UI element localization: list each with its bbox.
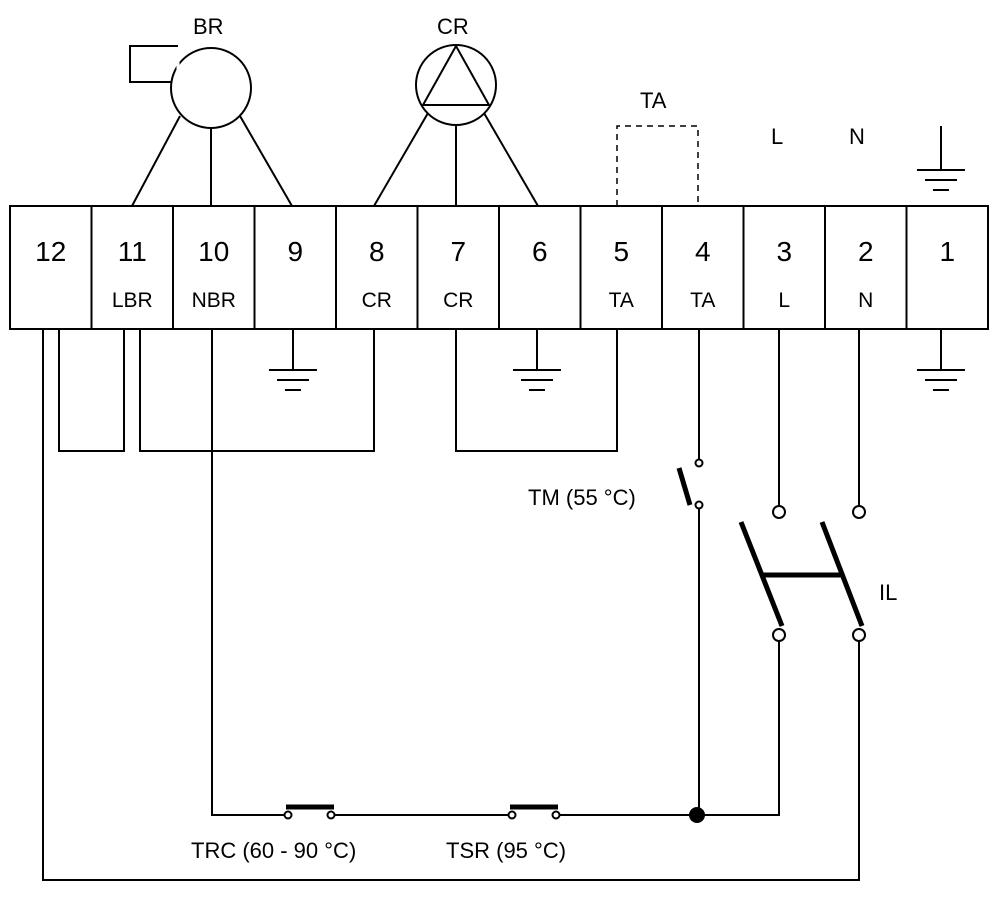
terminal-number: 5	[613, 236, 629, 267]
terminal-7: 7CR	[416, 205, 500, 330]
terminal-1: 1	[905, 205, 989, 330]
circulator-label: CR	[437, 14, 469, 39]
terminal-label: NBR	[192, 289, 236, 312]
terminal-number: 3	[776, 236, 792, 267]
tm-label: TM (55 °C)	[528, 485, 636, 510]
il-switch	[738, 505, 866, 642]
terminal-2: 2N	[824, 205, 908, 330]
terminal-9: 9	[253, 205, 337, 330]
terminal-cell	[661, 205, 745, 330]
terminal-cell	[9, 205, 93, 330]
neutral-label: N	[849, 124, 865, 149]
terminal-cell	[579, 205, 663, 330]
terminal-label: TA	[609, 289, 634, 312]
terminal-number: 2	[858, 236, 874, 267]
terminal-cell	[253, 205, 337, 330]
terminal-label: LBR	[112, 289, 153, 312]
terminal-number: 10	[198, 236, 229, 267]
circulator-symbol	[373, 43, 539, 207]
terminal-number: 8	[369, 236, 385, 267]
tsr-switch	[507, 804, 561, 820]
ambient-thermostat-label: TA	[640, 88, 667, 113]
trc-switch	[283, 804, 336, 820]
tsr-label: TSR (95 °C)	[446, 838, 566, 863]
ambient-thermostat-link	[616, 125, 699, 206]
junction-dot	[689, 807, 705, 823]
terminal-cell	[824, 205, 908, 330]
terminal-label: L	[778, 289, 790, 312]
trc-label: TRC (60 - 90 °C)	[191, 838, 356, 863]
wiring	[42, 329, 942, 881]
terminal-12: 12	[9, 205, 93, 330]
terminal-label: TA	[690, 289, 715, 312]
earth-symbol-1	[917, 369, 965, 391]
terminal-4: 4TA	[661, 205, 745, 330]
blower-symbol	[129, 45, 293, 207]
terminal-number: 9	[287, 236, 303, 267]
terminal-cell	[742, 205, 826, 330]
terminal-cell	[172, 205, 256, 330]
terminal-label: CR	[443, 289, 473, 312]
terminal-number: 12	[35, 236, 66, 267]
terminal-number: 11	[118, 236, 147, 267]
terminal-number: 7	[450, 236, 466, 267]
terminal-cell	[335, 205, 419, 330]
terminal-3: 3L	[742, 205, 826, 330]
terminal-6: 6	[498, 205, 582, 330]
terminal-5: 5TA	[579, 205, 663, 330]
terminal-number: 1	[939, 236, 955, 267]
line-label: L	[771, 124, 783, 149]
terminal-cell	[905, 205, 989, 330]
terminal-cell	[498, 205, 582, 330]
terminal-number: 4	[695, 236, 711, 267]
earth-symbol-6	[513, 369, 561, 391]
earth-symbol-9	[269, 369, 317, 391]
tm-switch	[676, 458, 704, 510]
earth-symbol-top	[917, 126, 965, 191]
blower-label: BR	[193, 14, 224, 39]
terminal-8: 8CR	[335, 205, 419, 330]
terminal-label: CR	[362, 289, 392, 312]
terminal-cell	[90, 205, 174, 330]
il-label: IL	[879, 580, 897, 605]
terminal-label: N	[858, 289, 873, 312]
terminal-number: 6	[532, 236, 548, 267]
